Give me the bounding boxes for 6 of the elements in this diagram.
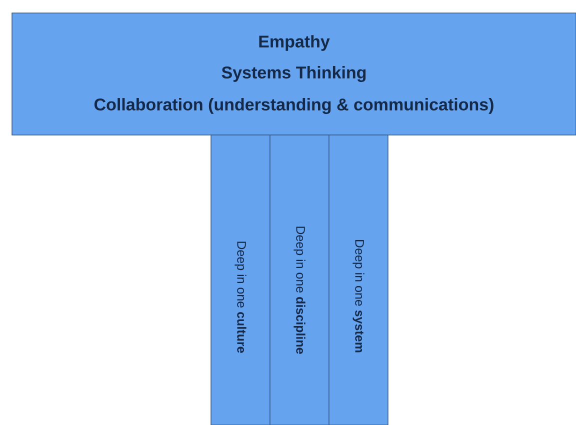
column-box: Deep in one system	[328, 134, 388, 425]
node-label: Deep in one culture	[234, 242, 246, 353]
column-box: Deep in one discipline	[270, 134, 330, 425]
column-box: Deep in one culture	[210, 134, 270, 425]
node-label: Deep in one discipline	[294, 226, 306, 354]
heading-box: Empathy Systems Thinking Collaboration (understanding & communications)	[12, 12, 576, 136]
